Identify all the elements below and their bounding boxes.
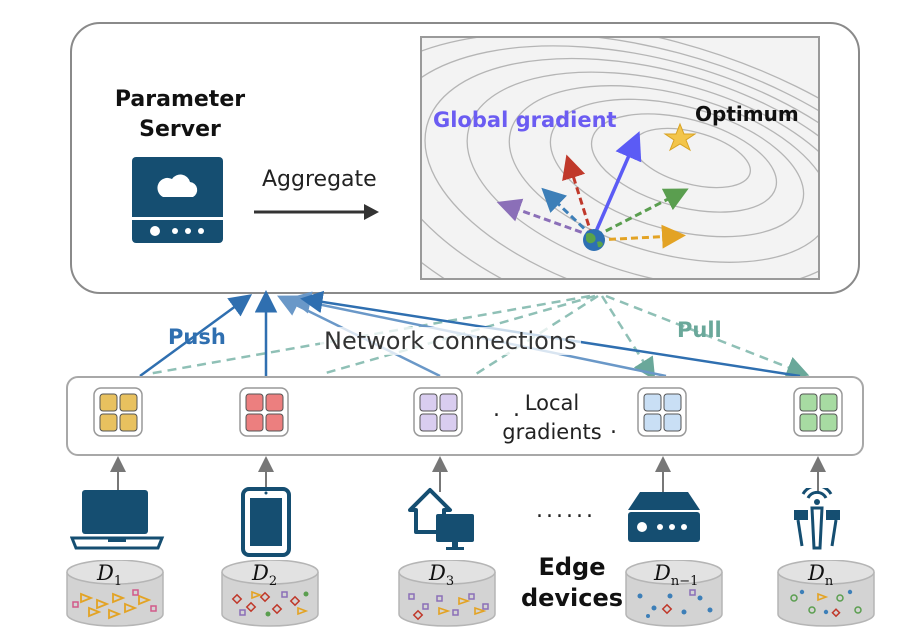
edge-label-line-1: Edge	[538, 553, 606, 581]
pull-connection	[475, 294, 599, 376]
star-icon	[663, 122, 697, 152]
title-line-1: Parameter	[114, 87, 246, 112]
dataset-label-3: D3	[429, 561, 455, 590]
local-label-line-2: gradients	[502, 420, 602, 444]
pull-connection	[600, 295, 656, 381]
tablet-icon	[241, 487, 291, 557]
local-gradient-arrow	[496, 198, 593, 238]
local-label-line-1: Local	[524, 391, 580, 415]
global-gradient-label: Global gradient	[433, 108, 617, 132]
title-line-2: Server	[139, 117, 221, 142]
local-gradients-label: Local gradients	[496, 389, 608, 447]
local-gradients-panel	[66, 376, 864, 456]
aggregate-label: Aggregate	[262, 167, 377, 192]
gradient-tiles	[93, 387, 843, 437]
local-gradient-arrow	[562, 154, 594, 237]
gradients-ellipsis-left: . .	[493, 397, 523, 422]
push-connection	[139, 294, 253, 378]
gradient-tile	[793, 387, 843, 437]
push-label: Push	[168, 325, 226, 349]
local-gradient-arrow	[541, 187, 594, 238]
edge-label-line-2: devices	[520, 584, 624, 612]
gradient-tile	[637, 387, 687, 437]
dataset-d2	[221, 560, 319, 627]
gradient-tile	[413, 387, 463, 437]
dataset-label-1: D1	[97, 561, 123, 590]
pull-label: Pull	[677, 318, 722, 342]
dataset-label-n: Dn	[808, 561, 834, 590]
network-connections-label: Network connections	[320, 327, 581, 355]
gradient-tile	[93, 387, 143, 437]
upload-arrows	[110, 456, 826, 492]
dataset-label-2: D2	[252, 561, 278, 590]
gradient-tile	[239, 387, 289, 437]
smart-home-icon	[408, 488, 474, 550]
local-gradient-arrow	[595, 188, 689, 238]
dataset-d3	[398, 560, 496, 627]
laptop-icon	[70, 490, 165, 550]
cell-tower-icon	[794, 488, 840, 550]
dataset-dn-1	[625, 560, 723, 627]
optimum-label: Optimum	[695, 102, 799, 126]
devices-ellipsis: ......	[536, 498, 596, 523]
global-gradient-arrow	[592, 131, 642, 237]
dataset-label-n-1: Dn−1	[654, 561, 699, 590]
dataset-d1	[66, 560, 164, 627]
gradients-ellipsis-right: . .	[590, 414, 620, 439]
router-icon	[628, 492, 700, 542]
globe-icon	[583, 229, 605, 251]
local-gradient-arrow	[597, 224, 686, 249]
server-icon	[132, 157, 223, 243]
pull-connection	[605, 294, 810, 378]
dataset-dn	[777, 560, 875, 627]
edge-devices-label: Edge devices	[520, 552, 624, 614]
aggregate-arrow	[254, 204, 379, 220]
parameter-server-title: Parameter Server	[100, 85, 260, 145]
dataset-cylinders	[66, 560, 875, 627]
gradient-arrows	[496, 122, 697, 251]
